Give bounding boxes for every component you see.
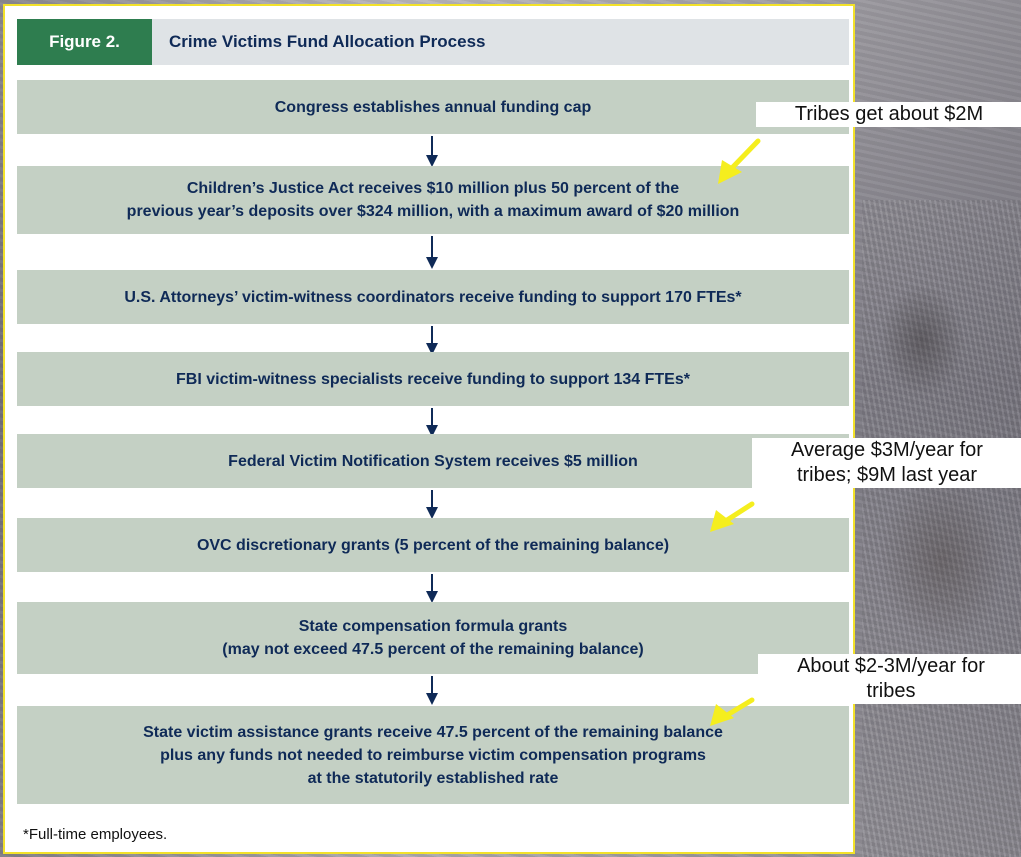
annotation-text: tribes	[866, 680, 916, 702]
figure-panel: Figure 2. Crime Victims Fund Allocation …	[3, 4, 855, 854]
flow-arrow	[426, 326, 438, 355]
flow-arrow	[426, 136, 438, 167]
step-box-childrens-justice-act: Children’s Justice Act receives $10 mill…	[17, 166, 849, 234]
step-text: Children’s Justice Act receives $10 mill…	[186, 180, 680, 197]
flow-arrow	[426, 408, 438, 437]
annotation-text: tribes; $9M last year	[796, 464, 978, 486]
figure-title: Crime Victims Fund Allocation Process	[169, 32, 486, 51]
flow-arrow	[426, 574, 438, 603]
footnote: *Full-time employees.	[23, 826, 168, 843]
step-box-state-victim-assistance: State victim assistance grants receive 4…	[17, 706, 849, 804]
step-box-congress: Congress establishes annual funding cap	[17, 80, 849, 134]
step-text: previous year’s deposits over $324 milli…	[126, 203, 740, 220]
step-text: Congress establishes annual funding cap	[274, 98, 592, 116]
annotation-tribes-2m: Tribes get about $2M	[756, 102, 1021, 127]
annotation-text: About $2-3M/year for	[797, 655, 985, 677]
figure-header: Figure 2. Crime Victims Fund Allocation …	[17, 19, 849, 65]
step-text: State victim assistance grants receive 4…	[143, 723, 723, 741]
background-photo	[862, 200, 1021, 857]
step-box-victim-notification: Federal Victim Notification System recei…	[17, 434, 849, 488]
annotation-text: Tribes get about $2M	[794, 103, 984, 125]
step-text: FBI victim-witness specialists receive f…	[176, 370, 690, 388]
step-text: U.S. Attorneys’ victim-witness coordinat…	[124, 288, 742, 306]
annotation-average-3m: Average $3M/year for tribes; $9M last ye…	[752, 438, 1021, 488]
figure-label: Figure 2.	[17, 19, 152, 65]
annotation-text: Average $3M/year for	[791, 439, 983, 461]
step-box-ovc-discretionary: OVC discretionary grants (5 percent of t…	[17, 518, 849, 572]
step-text: Federal Victim Notification System recei…	[228, 452, 638, 470]
flow-arrow	[426, 490, 438, 519]
annotation-about-2-3m: About $2-3M/year for tribes	[758, 654, 1021, 704]
flow-arrow	[426, 236, 438, 269]
step-text: (may not exceed 47.5 percent of the rema…	[222, 641, 644, 658]
step-box-us-attorneys: U.S. Attorneys’ victim-witness coordinat…	[17, 270, 849, 324]
step-text: at the statutorily established rate	[307, 769, 559, 787]
step-text: State compensation formula grants	[298, 618, 568, 635]
step-text: OVC discretionary grants (5 percent of t…	[196, 536, 670, 554]
step-text: plus any funds not needed to reimburse v…	[160, 746, 706, 764]
step-box-fbi: FBI victim-witness specialists receive f…	[17, 352, 849, 406]
step-box-state-compensation: State compensation formula grants (may n…	[17, 602, 849, 674]
flow-arrow	[426, 676, 438, 705]
